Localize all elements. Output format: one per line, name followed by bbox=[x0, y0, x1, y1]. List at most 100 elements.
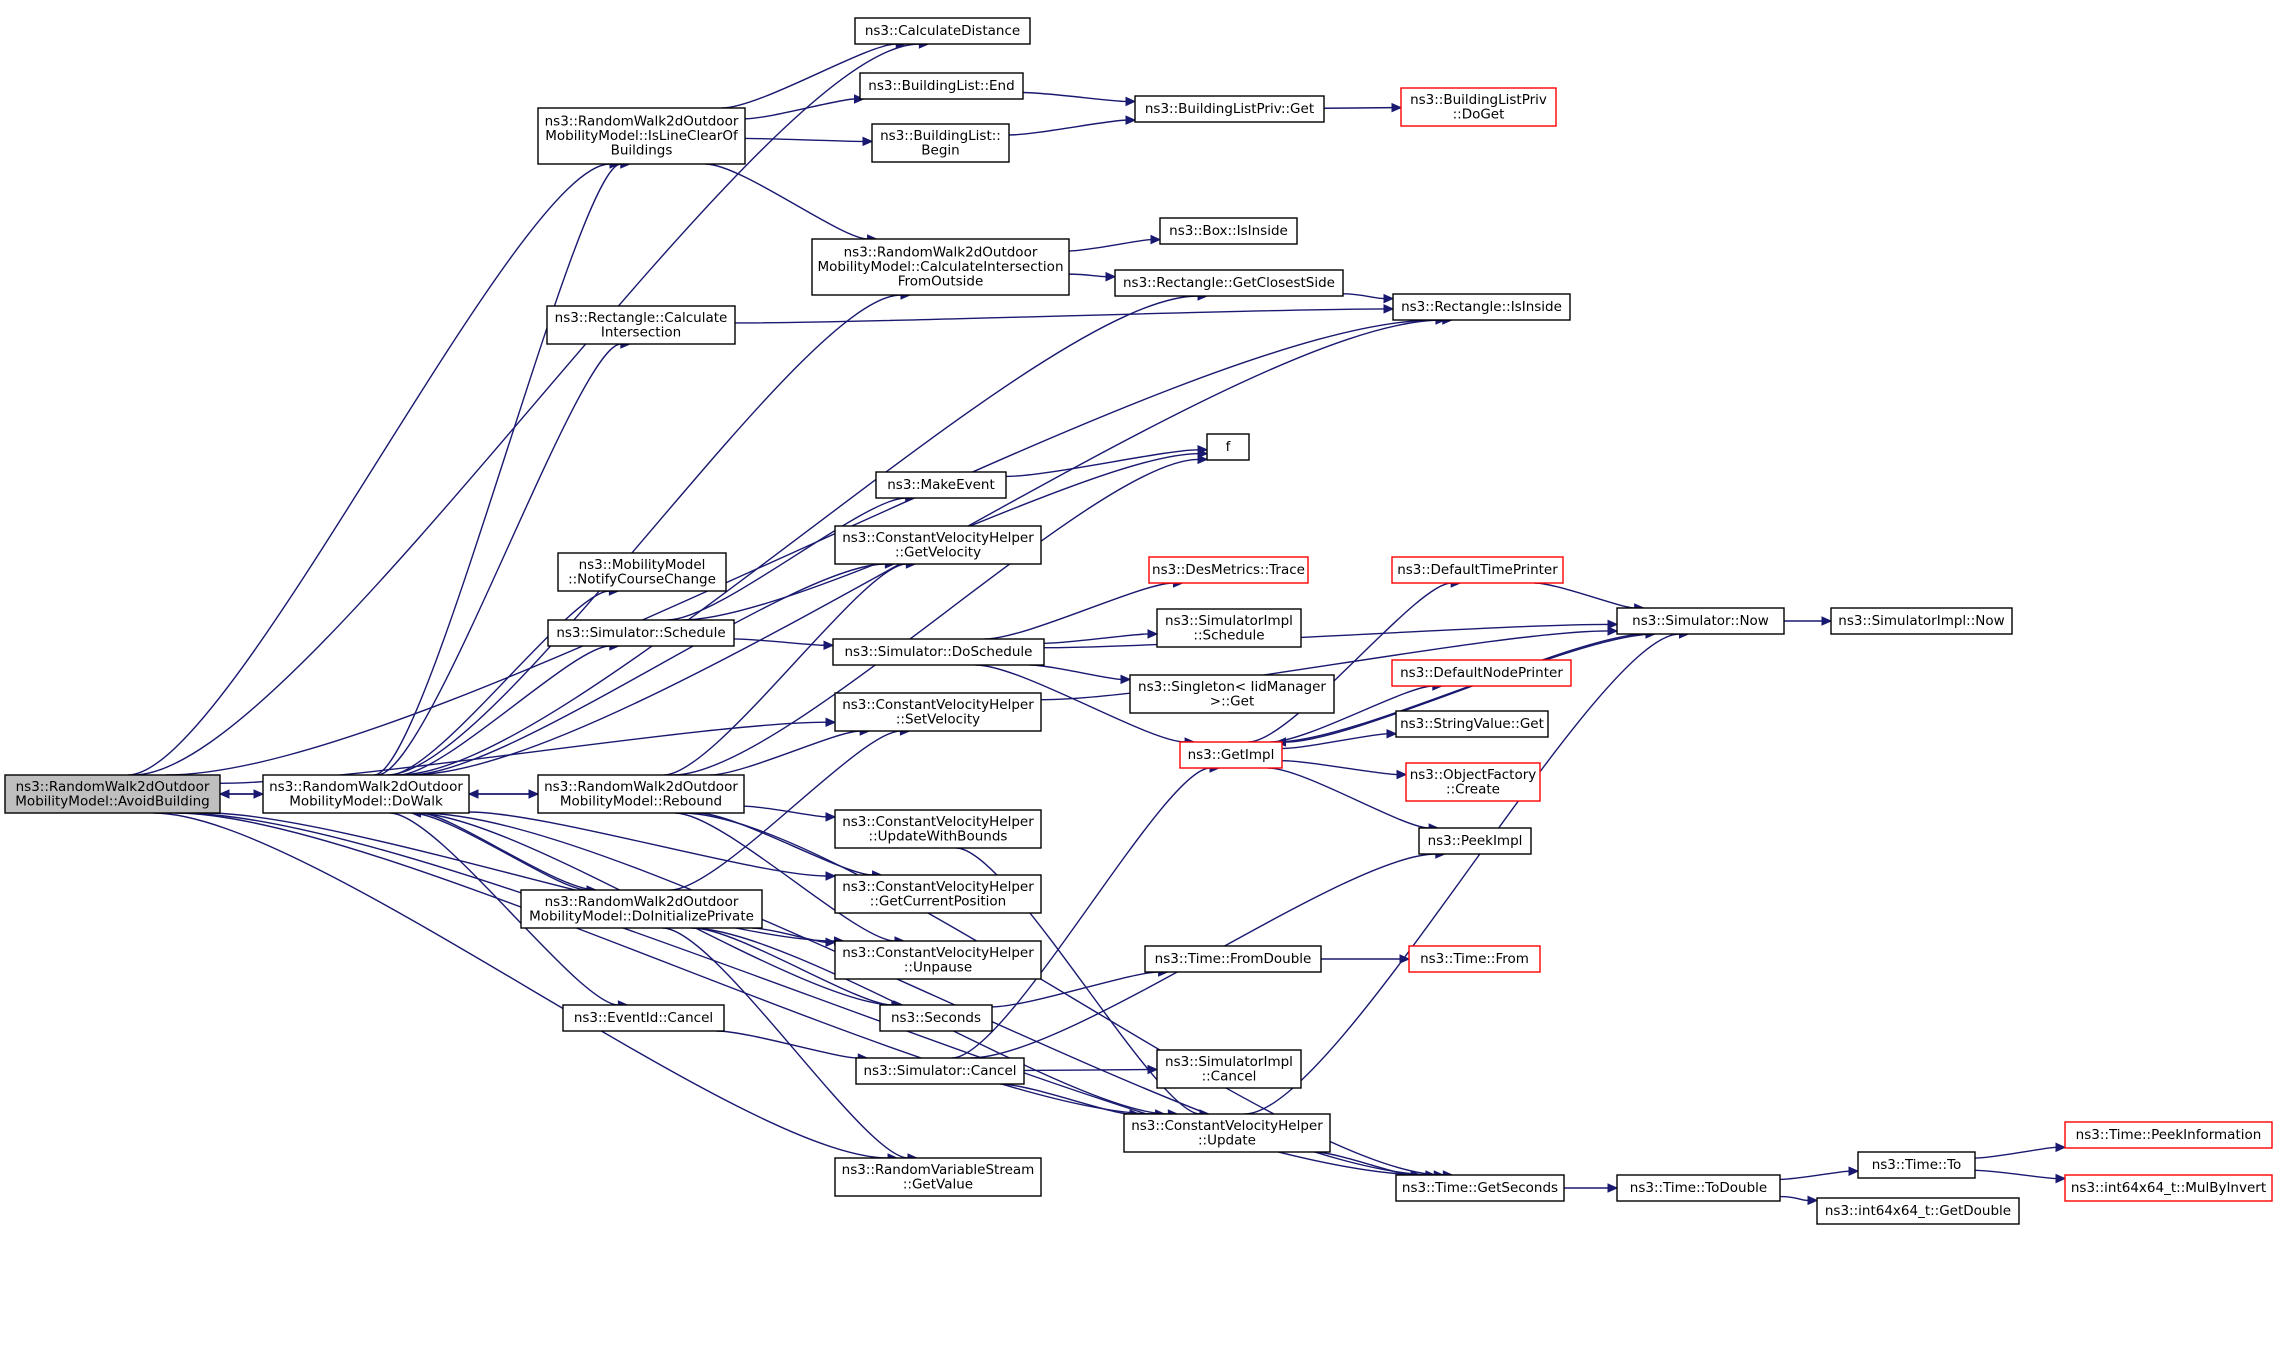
node-box bbox=[1392, 293, 1571, 321]
node-singleton[interactable]: ns3::Singleton< IidManager >::Get bbox=[1129, 674, 1335, 714]
edge-simcancel-to-simimplcancel bbox=[1023, 1064, 1159, 1075]
node-fromdouble[interactable]: ns3::Time::FromDouble bbox=[1144, 945, 1322, 973]
node-box bbox=[832, 638, 1045, 666]
node-cvunpause[interactable]: ns3::ConstantVelocityHelper::Unpause bbox=[834, 940, 1042, 980]
edge-line bbox=[1267, 767, 1430, 829]
node-peekinfo[interactable]: ns3::Time::PeekInformation bbox=[2064, 1121, 2273, 1149]
node-objfactory[interactable]: ns3::ObjectFactory::Create bbox=[1405, 762, 1541, 802]
node-label-line: ns3::RandomWalk2dOutdoor bbox=[844, 245, 1038, 261]
node-label-line: ns3::ConstantVelocityHelper bbox=[842, 879, 1034, 895]
node-label-line: ns3::Simulator::Schedule bbox=[556, 625, 725, 641]
node-simimplsched[interactable]: ns3::SimulatorImpl::Schedule bbox=[1156, 608, 1302, 648]
node-avoid[interactable]: ns3::RandomWalk2dOutdoorMobilityModel::A… bbox=[4, 774, 221, 814]
node-rectcalc[interactable]: ns3::Rectangle::CalculateIntersection bbox=[546, 305, 736, 345]
node-box bbox=[811, 238, 1070, 296]
node-cvupdbounds[interactable]: ns3::ConstantVelocityHelper::UpdateWithB… bbox=[834, 809, 1042, 849]
edge-line bbox=[420, 812, 596, 891]
node-cvsetvel[interactable]: ns3::ConstantVelocityHelper::SetVelocity bbox=[834, 692, 1042, 732]
edge-line bbox=[733, 638, 825, 646]
node-label-line: ns3::BuildingList::End bbox=[868, 78, 1014, 94]
edge-arrowhead bbox=[1607, 626, 1619, 636]
node-cvgetvel[interactable]: ns3::ConstantVelocityHelper::GetVelocity bbox=[834, 525, 1042, 565]
edge-line bbox=[219, 721, 827, 785]
edge-arrowhead bbox=[825, 717, 837, 728]
node-islineclear[interactable]: ns3::RandomWalk2dOutdoorMobilityModel::I… bbox=[537, 107, 746, 165]
node-mulbyinvert[interactable]: ns3::int64x64_t::MulByInvert bbox=[2064, 1174, 2273, 1202]
node-label-line: ns3::BuildingList:: bbox=[880, 128, 1001, 144]
node-simnow[interactable]: ns3::Simulator::Now bbox=[1616, 607, 1785, 635]
node-label-line: MobilityModel::Rebound bbox=[560, 793, 722, 809]
node-box bbox=[1134, 95, 1325, 123]
edge-line bbox=[1323, 106, 1393, 109]
edge-line bbox=[1342, 293, 1385, 300]
node-box bbox=[2064, 1174, 2273, 1202]
edge-arrowhead bbox=[854, 94, 865, 104]
node-boxinside[interactable]: ns3::Box::IsInside bbox=[1159, 217, 1298, 245]
node-timeto[interactable]: ns3::Time::To bbox=[1857, 1151, 1976, 1179]
node-getdouble[interactable]: ns3::int64x64_t::GetDouble bbox=[1816, 1197, 2020, 1225]
node-dowalk[interactable]: ns3::RandomWalk2dOutdoorMobilityModel::D… bbox=[262, 774, 470, 814]
node-notify[interactable]: ns3::MobilityModel::NotifyCourseChange bbox=[557, 552, 727, 592]
node-cvgetpos[interactable]: ns3::ConstantVelocityHelper::GetCurrentP… bbox=[834, 874, 1042, 914]
node-stringget[interactable]: ns3::StringValue::Get bbox=[1395, 710, 1549, 738]
node-f[interactable]: f bbox=[1206, 433, 1250, 461]
node-closestside[interactable]: ns3::Rectangle::GetClosestSide bbox=[1114, 269, 1344, 297]
node-makeevent[interactable]: ns3::MakeEvent bbox=[875, 471, 1007, 499]
node-defnodeprinter[interactable]: ns3::DefaultNodePrinter bbox=[1391, 659, 1572, 687]
edge-line bbox=[743, 805, 827, 818]
node-label-line: ::DoGet bbox=[1453, 106, 1505, 122]
edge-line bbox=[1248, 582, 1452, 743]
node-box bbox=[537, 107, 746, 165]
edge-getimpl-to-stringget bbox=[1281, 729, 1398, 750]
node-blprivdoget[interactable]: ns3::BuildingListPriv::DoGet bbox=[1400, 87, 1557, 127]
node-blprivget[interactable]: ns3::BuildingListPriv::Get bbox=[1134, 95, 1325, 123]
node-label-line: ::UpdateWithBounds bbox=[869, 828, 1008, 844]
node-schedule[interactable]: ns3::Simulator::Schedule bbox=[547, 619, 735, 647]
node-rebound[interactable]: ns3::RandomWalk2dOutdoorMobilityModel::R… bbox=[537, 774, 745, 814]
node-destrace[interactable]: ns3::DesMetrics::Trace bbox=[1148, 556, 1309, 584]
edge-line bbox=[1779, 1195, 1809, 1202]
edge-arrowhead bbox=[218, 789, 230, 799]
node-label-line: ns3::MobilityModel bbox=[579, 557, 706, 573]
edge-timeto-to-peekinfo bbox=[1974, 1142, 2067, 1159]
node-calcinter[interactable]: ns3::RandomWalk2dOutdoorMobilityModel::C… bbox=[811, 238, 1070, 296]
node-simimplcancel[interactable]: ns3::SimulatorImpl::Cancel bbox=[1156, 1049, 1302, 1089]
edge-line bbox=[389, 590, 610, 776]
node-cvupdate[interactable]: ns3::ConstantVelocityHelper::Update bbox=[1123, 1113, 1331, 1153]
node-label-line: MobilityModel::IsLineClearOf bbox=[545, 128, 739, 144]
node-doinit[interactable]: ns3::RandomWalk2dOutdoorMobilityModel::D… bbox=[520, 889, 763, 929]
edge-line bbox=[174, 812, 1156, 1115]
node-calcdist[interactable]: ns3::CalculateDistance bbox=[854, 17, 1031, 45]
node-blbegin[interactable]: ns3::BuildingList::Begin bbox=[871, 123, 1010, 163]
node-peekimpl[interactable]: ns3::PeekImpl bbox=[1418, 827, 1532, 855]
node-deftimeprinter[interactable]: ns3::DefaultTimePrinter bbox=[1391, 556, 1564, 584]
edge-line bbox=[1270, 685, 1433, 743]
node-todouble[interactable]: ns3::Time::ToDouble bbox=[1616, 1174, 1781, 1202]
edge-line bbox=[667, 497, 906, 621]
node-blend[interactable]: ns3::BuildingList::End bbox=[859, 72, 1024, 100]
node-box bbox=[834, 940, 1042, 980]
node-doschedule[interactable]: ns3::Simulator::DoSchedule bbox=[832, 638, 1045, 666]
node-label-line: f bbox=[1226, 439, 1232, 455]
edge-line bbox=[411, 812, 587, 891]
node-label-line: MobilityModel::CalculateIntersection bbox=[818, 259, 1064, 275]
edge-rebound-to-cvsetvel bbox=[709, 726, 871, 776]
edge-line bbox=[386, 294, 901, 776]
edge-islineclear-to-blbegin bbox=[744, 136, 874, 147]
node-getseconds[interactable]: ns3::Time::GetSeconds bbox=[1395, 1174, 1565, 1202]
node-label-line: ::GetVelocity bbox=[895, 544, 981, 560]
node-seconds[interactable]: ns3::Seconds bbox=[879, 1004, 993, 1032]
node-eventcancel[interactable]: ns3::EventId::Cancel bbox=[562, 1004, 725, 1032]
node-simcancel[interactable]: ns3::Simulator::Cancel bbox=[855, 1057, 1025, 1085]
node-getimpl[interactable]: ns3::GetImpl bbox=[1179, 741, 1283, 769]
node-label-line: FromOutside bbox=[898, 274, 984, 290]
node-timefrom[interactable]: ns3::Time::From bbox=[1408, 945, 1541, 973]
node-simimplnow[interactable]: ns3::SimulatorImpl::Now bbox=[1830, 607, 2013, 635]
node-rvsgetvalue[interactable]: ns3::RandomVariableStream::GetValue bbox=[834, 1157, 1042, 1197]
node-box bbox=[855, 1057, 1025, 1085]
node-label-line: ::Create bbox=[1446, 781, 1500, 797]
node-label-line: ns3::Time::GetSeconds bbox=[1402, 1180, 1558, 1196]
edge-line bbox=[1043, 633, 1149, 644]
node-rectinside[interactable]: ns3::Rectangle::IsInside bbox=[1392, 293, 1571, 321]
node-label-line: ns3::RandomWalk2dOutdoor bbox=[545, 894, 739, 910]
